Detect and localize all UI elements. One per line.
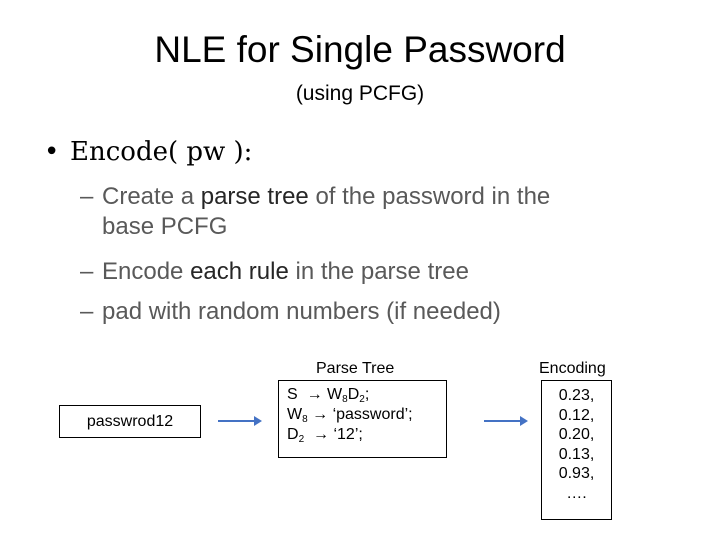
bullet-text: Encode( pw ):: [70, 137, 253, 167]
rule-lhs: S: [287, 386, 298, 403]
encoding-value: 0.23,: [558, 387, 595, 404]
encoding-label: Encoding: [539, 360, 606, 377]
subpoint-pad-random: –pad with random numbers (if needed): [80, 297, 501, 327]
dash-icon: –: [80, 298, 94, 325]
rule-digit: D2 → ‘12’;: [287, 425, 446, 445]
password-box: passwrod12: [59, 405, 201, 438]
rule-subscript: 2: [298, 434, 305, 445]
arrow-right-icon: [484, 416, 528, 426]
parse-tree-label: Parse Tree: [316, 360, 395, 377]
subpoint-encode-rules: –Encode each rule in the parse tree: [80, 257, 469, 287]
dash-icon: –: [80, 258, 94, 285]
slide-subtitle: (using PCFG): [295, 82, 425, 105]
subpoint-highlight: each rule: [190, 258, 289, 285]
rule-lhs: W: [287, 406, 303, 423]
rule-rhs: ‘password’;: [332, 406, 413, 423]
rule-start: S → W8D2;: [287, 385, 446, 405]
rule-symbol: W: [327, 386, 343, 403]
bullet-dot-icon: •: [44, 137, 60, 167]
subpoint-text: in the parse tree: [288, 258, 469, 285]
rule-word: W8 → ‘password’;: [287, 405, 446, 425]
encoding-value: ….: [566, 484, 587, 502]
subpoint-text-line2: base PCFG: [102, 213, 228, 240]
rule-subscript: 8: [342, 394, 348, 405]
subpoint-text: of the password in the: [308, 183, 551, 210]
subpoint-highlight: parse tree: [200, 183, 309, 210]
rule-symbol: D: [347, 386, 360, 403]
slide-title: NLE for Single Password: [154, 29, 566, 70]
subpoint-text: Create a: [102, 183, 201, 210]
rule-end: ;: [364, 386, 370, 403]
subpoint-create-parse-tree: –Create a parse tree of the password in …: [80, 182, 550, 242]
rule-arrow-icon: →: [304, 426, 334, 443]
rule-lhs: D: [287, 426, 299, 443]
subpoint-text: pad with random numbers (if needed): [102, 298, 501, 325]
encoding-value: 0.13,: [558, 445, 595, 463]
subpoint-text: Encode: [102, 258, 191, 285]
rule-rhs: ‘12’;: [333, 426, 363, 443]
rule-arrow-icon: →: [307, 406, 333, 423]
rule-arrow-icon: →: [297, 386, 328, 403]
arrow-right-icon: [218, 416, 262, 426]
encoding-value: 0.12,: [558, 406, 595, 424]
rule-subscript: 2: [359, 394, 365, 405]
password-text: passwrod12: [86, 412, 174, 430]
rule-subscript: 8: [302, 414, 308, 425]
bullet-encode: • Encode( pw ):: [44, 132, 252, 172]
encoding-value: 0.20,: [558, 426, 595, 443]
dash-icon: –: [80, 183, 94, 210]
encoding-box: 0.23, 0.12, 0.20, 0.13, 0.93, ….: [541, 380, 612, 520]
parse-tree-box: S → W8D2; W8 → ‘password’; D2 → ‘12’;: [278, 380, 447, 458]
encoding-value: 0.93,: [558, 465, 595, 482]
